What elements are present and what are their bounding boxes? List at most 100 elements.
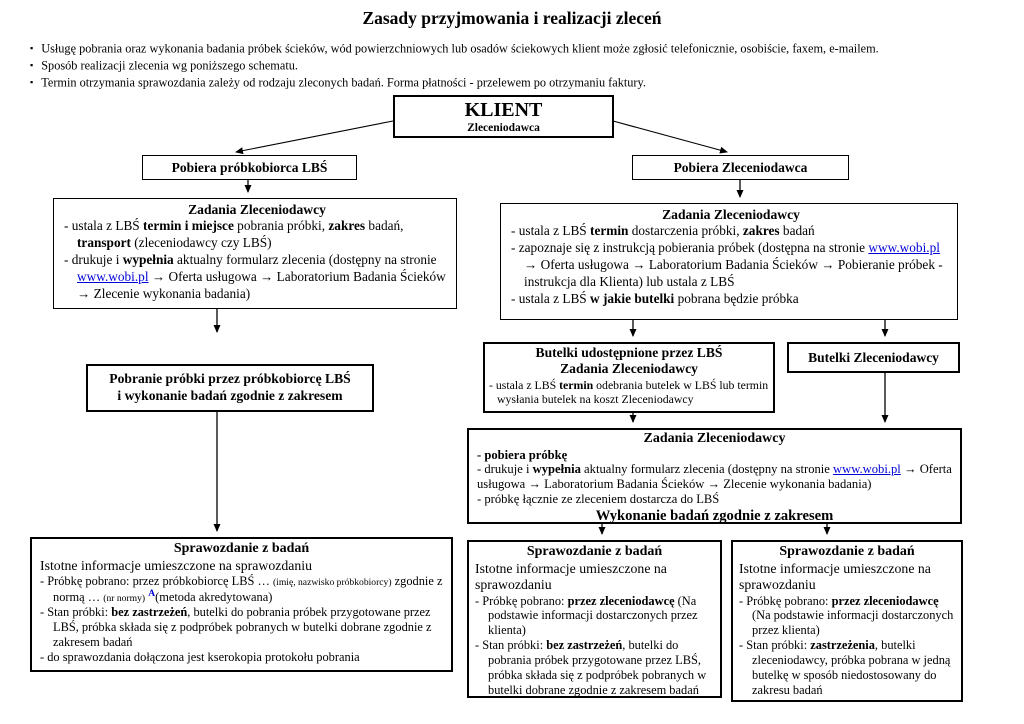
node-sprawozdanie-right: Sprawozdanie z badań Istotne informacje … [731,540,963,702]
text-segment: przez zleceniodawcę [831,593,939,608]
text-segment: pobrana będzie próbka [674,290,799,306]
node-subtitle: Istotne informacje umieszczone na sprawo… [739,560,931,593]
text-segment: zakres [742,223,780,239]
node-pobiera-probkobiorca-lbs: Pobiera próbkobiorca LBŚ [142,155,357,180]
arrow-klient-to-pobiera-lbs [235,120,394,155]
node-task-list: - ustala z LBŚ termin odebrania butelek … [489,378,769,407]
list-item: - próbkę łącznie ze zleceniem dostarcza … [477,492,952,507]
text-segment: - Próbkę pobrano: [739,593,832,608]
list-item: - Stan próbki: bez zastrzeżeń, butelki d… [40,605,443,650]
text-segment: Usługę pobrania oraz wykonania badania p… [41,41,879,56]
text-segment: - ustala z LBŚ [64,218,144,234]
text-segment: → Oferta usługowa → Laboratorium Badania… [477,462,952,492]
node-title-line2: Zadania Zleceniodawcy [560,361,698,377]
text-segment: - drukuje i [64,252,123,267]
node-task-list: - pobiera próbkę- drukuje i wypełnia akt… [477,448,952,507]
text-segment: - drukuje i [477,462,533,477]
text-segment: (Na podstawie informacji dostarczonych p… [488,593,698,638]
node-zadania-zleceniodawcy-left: Zadania Zleceniodawcy - ustala z LBŚ ter… [53,198,457,309]
text-segment: (Na podstawie informacji dostarczonych p… [752,608,954,638]
text-segment: Termin otrzymania sprawozdania zależy od… [41,75,646,90]
text-segment: → Oferta usługowa → Laboratorium Badania… [524,257,943,289]
list-item: - ustala z LBŚ termin odebrania butelek … [489,378,769,407]
node-title: Sprawozdanie z badań [779,544,915,559]
text-segment: (imię, nazwisko próbkobiorcy) [272,577,392,589]
text-segment: - pobiera próbkę [477,447,568,462]
text-segment: bez zastrzeżeń [546,638,623,653]
node-butelki-udostepnione-lbs: Butelki udostępnione przez LBŚ Zadania Z… [483,342,775,413]
node-label: Pobiera Zleceniodawca [673,159,808,175]
node-title-line1: Butelki udostępnione przez LBŚ [535,345,723,360]
text-segment: odebrania butelek w LBŚ lub termin wysła… [497,377,769,407]
text-segment: - Próbkę pobrano: [475,593,568,608]
node-footer: Wykonanie badań zgodnie z zakresem [595,507,834,524]
text-segment: wypełnia [122,252,174,267]
text-segment: pobrania próbki, [233,218,329,234]
node-label: Butelki Zleceniodawcy [808,349,939,365]
text-segment: termin [590,223,629,239]
text-segment: - ustala z LBŚ [489,377,560,392]
node-title: Sprawozdanie z badań [526,544,663,559]
wobi-link[interactable]: www.wobi.pl [77,268,149,284]
text-segment: aktualny formularz zlecenia (dostępny na… [580,462,834,477]
text-segment: - zapoznaje się z instrukcją pobierania … [511,240,869,256]
node-label-line1: Pobranie próbki przez próbkobiorcę LBŚ [109,371,351,387]
list-item: - Próbkę pobrano: przez próbkobiorcę LBŚ… [40,574,443,605]
text-segment: bez zastrzeżeń [111,604,188,619]
text-segment: w jakie butelki [590,290,675,306]
text-segment: zastrzeżenia [810,638,875,653]
node-pobranie-probki: Pobranie próbki przez próbkobiorcę LBŚ i… [86,364,374,412]
text-segment: zgodnie z normą … [53,574,443,605]
node-task-list: - ustala z LBŚ termin i miejsce pobrania… [64,218,450,302]
node-title: Sprawozdanie z badań [173,541,310,556]
text-segment: - próbkę łącznie ze zleceniem dostarcza … [477,492,720,507]
text-segment: dostarczenia próbki, [628,223,743,239]
text-segment: , butelki zleceniodawcy, próbka pobrana … [752,638,951,697]
text-segment: - do sprawozdania dołączona jest kseroko… [40,649,360,664]
text-segment: - ustala z LBŚ [511,223,591,239]
node-sprawozdanie-middle: Sprawozdanie z badań Istotne informacje … [467,540,722,698]
node-pobiera-zleceniodawca: Pobiera Zleceniodawca [632,155,849,180]
list-item: Sposób realizacji zlecenia wg poniższego… [30,57,1015,74]
node-task-list: - ustala z LBŚ termin dostarczenia próbk… [511,223,951,307]
text-segment: - Stan próbki: [40,604,112,619]
footnote-marker: A [148,588,156,599]
list-item: - Stan próbki: bez zastrzeżeń, butelki d… [475,638,714,698]
node-subtitle: Istotne informacje umieszczone na sprawo… [475,560,667,593]
node-klient-subtitle: Zleceniodawca [467,122,540,134]
intro-bullet-list: Usługę pobrania oraz wykonania badania p… [30,40,1015,91]
text-segment: (nr normy) [103,593,146,605]
text-segment: wypełnia [532,462,581,477]
list-item: - Stan próbki: zastrzeżenia, butelki zle… [739,638,955,698]
text-segment: przez zleceniodawcę [567,593,675,608]
text-segment: (zleceniodawcy czy LBŚ) [130,235,272,251]
node-sprawozdanie-left: Sprawozdanie z badań Istotne informacje … [30,537,453,672]
text-segment: termin [559,377,594,392]
list-item: - do sprawozdania dołączona jest kseroko… [40,650,443,665]
text-segment: aktualny formularz zlecenia (dostępny na… [173,252,437,267]
node-title: Zadania Zleceniodawcy [188,202,326,217]
text-segment: - Próbkę pobrano: przez próbkobiorcę LBŚ… [40,574,273,589]
list-item: - pobiera próbkę [477,448,952,463]
node-klient: KLIENT Zleceniodawca [393,95,614,138]
node-label: Pobiera próbkobiorca LBŚ [171,159,328,175]
wobi-link[interactable]: www.wobi.pl [868,240,940,256]
page-title: Zasady przyjmowania i realizacji zleceń [362,8,662,28]
text-segment: Sposób realizacji zlecenia wg poniższego… [41,58,298,73]
list-item: - Próbkę pobrano: przez zleceniodawcę (N… [739,594,955,639]
text-segment: - ustala z LBŚ [511,290,591,306]
text-segment: badań [779,223,815,239]
list-item: Usługę pobrania oraz wykonania badania p… [30,40,1015,57]
text-segment: transport [77,235,131,251]
text-segment: badań, [365,218,404,234]
text-segment: , butelki do pobrania próbek przygotowan… [488,638,707,697]
node-klient-title: KLIENT [464,99,543,121]
arrow-klient-to-pobiera-zlec [612,120,728,154]
node-zadania-zleceniodawcy-big: Zadania Zleceniodawcy - pobiera próbkę- … [467,428,962,524]
wobi-link[interactable]: www.wobi.pl [833,462,901,477]
node-label-line2: i wykonanie badań zgodnie z zakresem [117,388,343,403]
list-item: Termin otrzymania sprawozdania zależy od… [30,74,1015,91]
node-title: Zadania Zleceniodawcy [643,431,786,446]
node-butelki-zleceniodawcy: Butelki Zleceniodawcy [787,342,960,373]
